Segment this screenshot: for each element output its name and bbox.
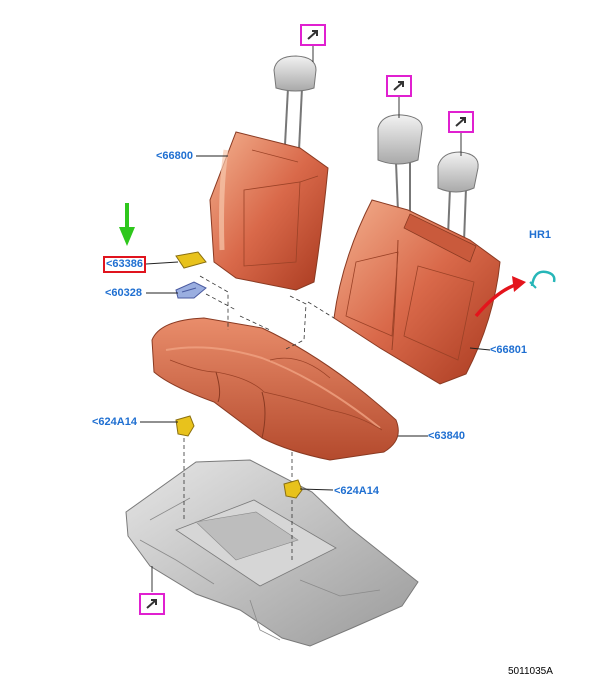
arrow-in-box-icon[interactable] bbox=[139, 593, 165, 615]
callout-63386[interactable]: <63386 bbox=[102, 256, 147, 273]
assembly-lines bbox=[183, 275, 335, 560]
arrow-in-box-icon[interactable] bbox=[300, 24, 326, 46]
headrest-left bbox=[273, 55, 317, 151]
hr1-clip bbox=[529, 270, 556, 289]
floor-pan bbox=[125, 459, 419, 647]
leader-lines bbox=[140, 44, 491, 592]
diagram-reference-code: 5011035A bbox=[508, 666, 553, 677]
trim-60328 bbox=[175, 281, 207, 299]
callout-60328[interactable]: <60328 bbox=[105, 287, 143, 299]
seat-back-left bbox=[209, 131, 329, 291]
arrow-in-box-icon[interactable] bbox=[386, 75, 412, 97]
callout-hr1[interactable]: HR1 bbox=[529, 229, 552, 241]
headrest-middle bbox=[377, 114, 423, 216]
latch-624a14-left bbox=[175, 415, 195, 437]
callout-624a14-right[interactable]: <624A14 bbox=[334, 485, 379, 497]
latch-624a14-right bbox=[283, 479, 303, 499]
callout-66801[interactable]: <66801 bbox=[490, 344, 528, 356]
seat-cushion bbox=[151, 317, 399, 461]
seat-back-right bbox=[333, 199, 501, 385]
red-curved-arrow-icon bbox=[474, 276, 526, 318]
callout-66800[interactable]: <66800 bbox=[156, 150, 194, 162]
callout-624a14-left[interactable]: <624A14 bbox=[92, 416, 137, 428]
arrow-in-box-icon[interactable] bbox=[448, 111, 474, 133]
callout-63840[interactable]: <63840 bbox=[428, 430, 466, 442]
headrest-right bbox=[437, 151, 479, 243]
bracket-63386 bbox=[175, 251, 207, 269]
green-down-arrow-icon bbox=[119, 203, 135, 246]
